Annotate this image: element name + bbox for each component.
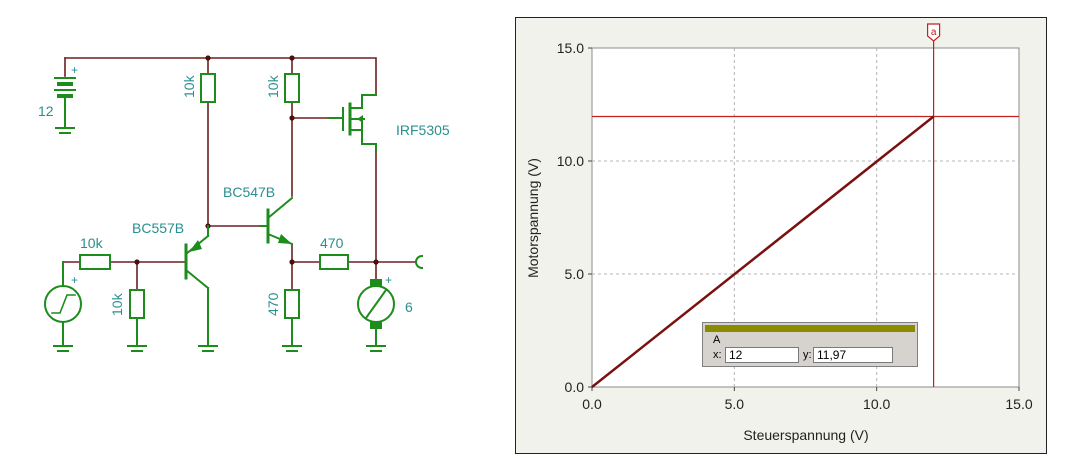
source-plus: + <box>71 273 78 287</box>
x-axis-label: Steuerspannung (V) <box>743 427 868 443</box>
resistor-emitter-label: 470 <box>265 292 281 316</box>
signal-source-symbol <box>44 261 82 352</box>
cursor-x-label: x: <box>713 349 722 361</box>
cursor-x-field[interactable]: 12 <box>725 347 799 363</box>
motor-plus: + <box>385 273 392 287</box>
resistor-input <box>79 254 111 270</box>
battery-symbol <box>54 77 76 134</box>
output-terminal <box>415 254 424 270</box>
cursor-panel-titlebar[interactable] <box>705 325 915 332</box>
x-tick-label: 10.0 <box>863 396 890 412</box>
axis-ticks: 0.0 5.0 10.0 15.0 0.0 5.0 10.0 15.0 <box>557 40 1033 412</box>
plot-panel: 0.0 5.0 10.0 15.0 0.0 5.0 10.0 15.0 Steuerspann… <box>515 17 1047 454</box>
cursor-name: A <box>713 334 721 346</box>
x-tick-label: 5.0 <box>725 396 745 412</box>
cursor-y-field[interactable]: 11,97 <box>813 347 893 363</box>
transistor-pnp <box>184 225 218 352</box>
mosfet-symbol <box>327 94 377 151</box>
cursor-marker-flag[interactable] <box>927 23 941 42</box>
circuit-schematic: 12 + 10k 10k 10k 10k 470 470 BC557B BC54… <box>38 55 450 352</box>
battery-value: 12 <box>38 103 54 119</box>
y-axis-label: Motorspannung (V) <box>525 158 541 278</box>
y-tick-label: 5.0 <box>565 266 585 282</box>
series-line <box>591 115 935 388</box>
y-tick-label: 15.0 <box>557 40 584 56</box>
resistor-top-right-label: 10k <box>265 74 281 98</box>
resistor-emitter <box>284 289 300 319</box>
resistor-series <box>319 254 349 270</box>
transistor-npn-label: BC547B <box>223 184 275 200</box>
motor-value: 6 <box>405 299 413 315</box>
resistor-top-right <box>284 73 300 103</box>
transistor-pnp-label: BC557B <box>132 220 184 236</box>
motor-symbol <box>357 279 395 352</box>
y-tick-label: 10.0 <box>557 153 584 169</box>
wires <box>62 57 416 291</box>
cursor-y-label: y: <box>803 349 812 361</box>
transfer-characteristic-chart: 0.0 5.0 10.0 15.0 0.0 5.0 10.0 15.0 Steuerspann… <box>525 23 1033 443</box>
cursor-marker-a[interactable]: a <box>927 23 941 42</box>
transistor-npn <box>259 196 294 246</box>
cursor-marker-label: a <box>931 27 937 38</box>
cursor-readout-panel[interactable]: A x: 12 y: 11,97 <box>702 322 918 367</box>
x-tick-label: 0.0 <box>582 396 602 412</box>
resistor-top-left-label: 10k <box>181 74 197 98</box>
y-tick-label: 0.0 <box>565 379 585 395</box>
x-tick-label: 15.0 <box>1005 396 1032 412</box>
battery-plus: + <box>71 63 78 77</box>
mosfet-label: IRF5305 <box>396 122 450 138</box>
resistor-top-left <box>200 73 216 103</box>
cursor-crosshair[interactable] <box>592 36 1019 387</box>
resistor-input-label: 10k <box>80 235 104 251</box>
resistor-base-ground-label: 10k <box>109 292 125 316</box>
resistor-base-ground <box>129 289 145 319</box>
resistor-series-label: 470 <box>320 235 344 251</box>
